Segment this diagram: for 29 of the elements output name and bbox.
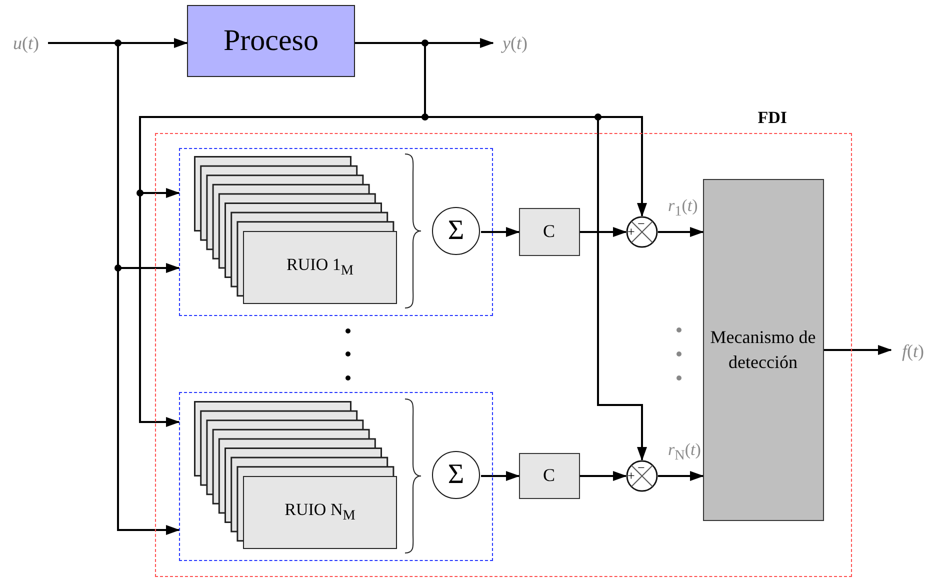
sign-label: − [638, 216, 645, 230]
arrow [658, 227, 704, 237]
signal-label: y(t) [493, 31, 537, 55]
detection-block: Mecanismo de detección [702, 178, 824, 520]
signal-label: f(t) [891, 339, 935, 363]
block-label: RUIO N$_{M}$ [284, 500, 356, 525]
arrow [580, 471, 627, 481]
process-box: C [518, 452, 580, 498]
summing-junction [626, 216, 658, 248]
stacked-blocks [194, 401, 397, 549]
stacked-blocks [194, 156, 397, 304]
sum-circle: Σ [432, 207, 480, 255]
arrow [580, 227, 627, 237]
region-title: FDI [758, 108, 787, 128]
arrow [481, 471, 520, 481]
summing-junction [626, 460, 658, 492]
sign-label: − [638, 460, 645, 474]
dashed-group-frame [178, 148, 492, 316]
signal-label: u(t) [4, 31, 48, 55]
sum-circle: Σ [432, 451, 480, 499]
dashed-group-frame [178, 392, 492, 560]
arrow [658, 471, 704, 481]
process-box: C [518, 208, 580, 256]
process-box: Proceso [187, 5, 355, 77]
sign-label: + [628, 468, 635, 482]
arrow [824, 345, 892, 355]
block-label: RUIO 1$_{M}$ [286, 255, 354, 280]
sign-label: + [628, 224, 635, 238]
arrow [481, 227, 520, 237]
